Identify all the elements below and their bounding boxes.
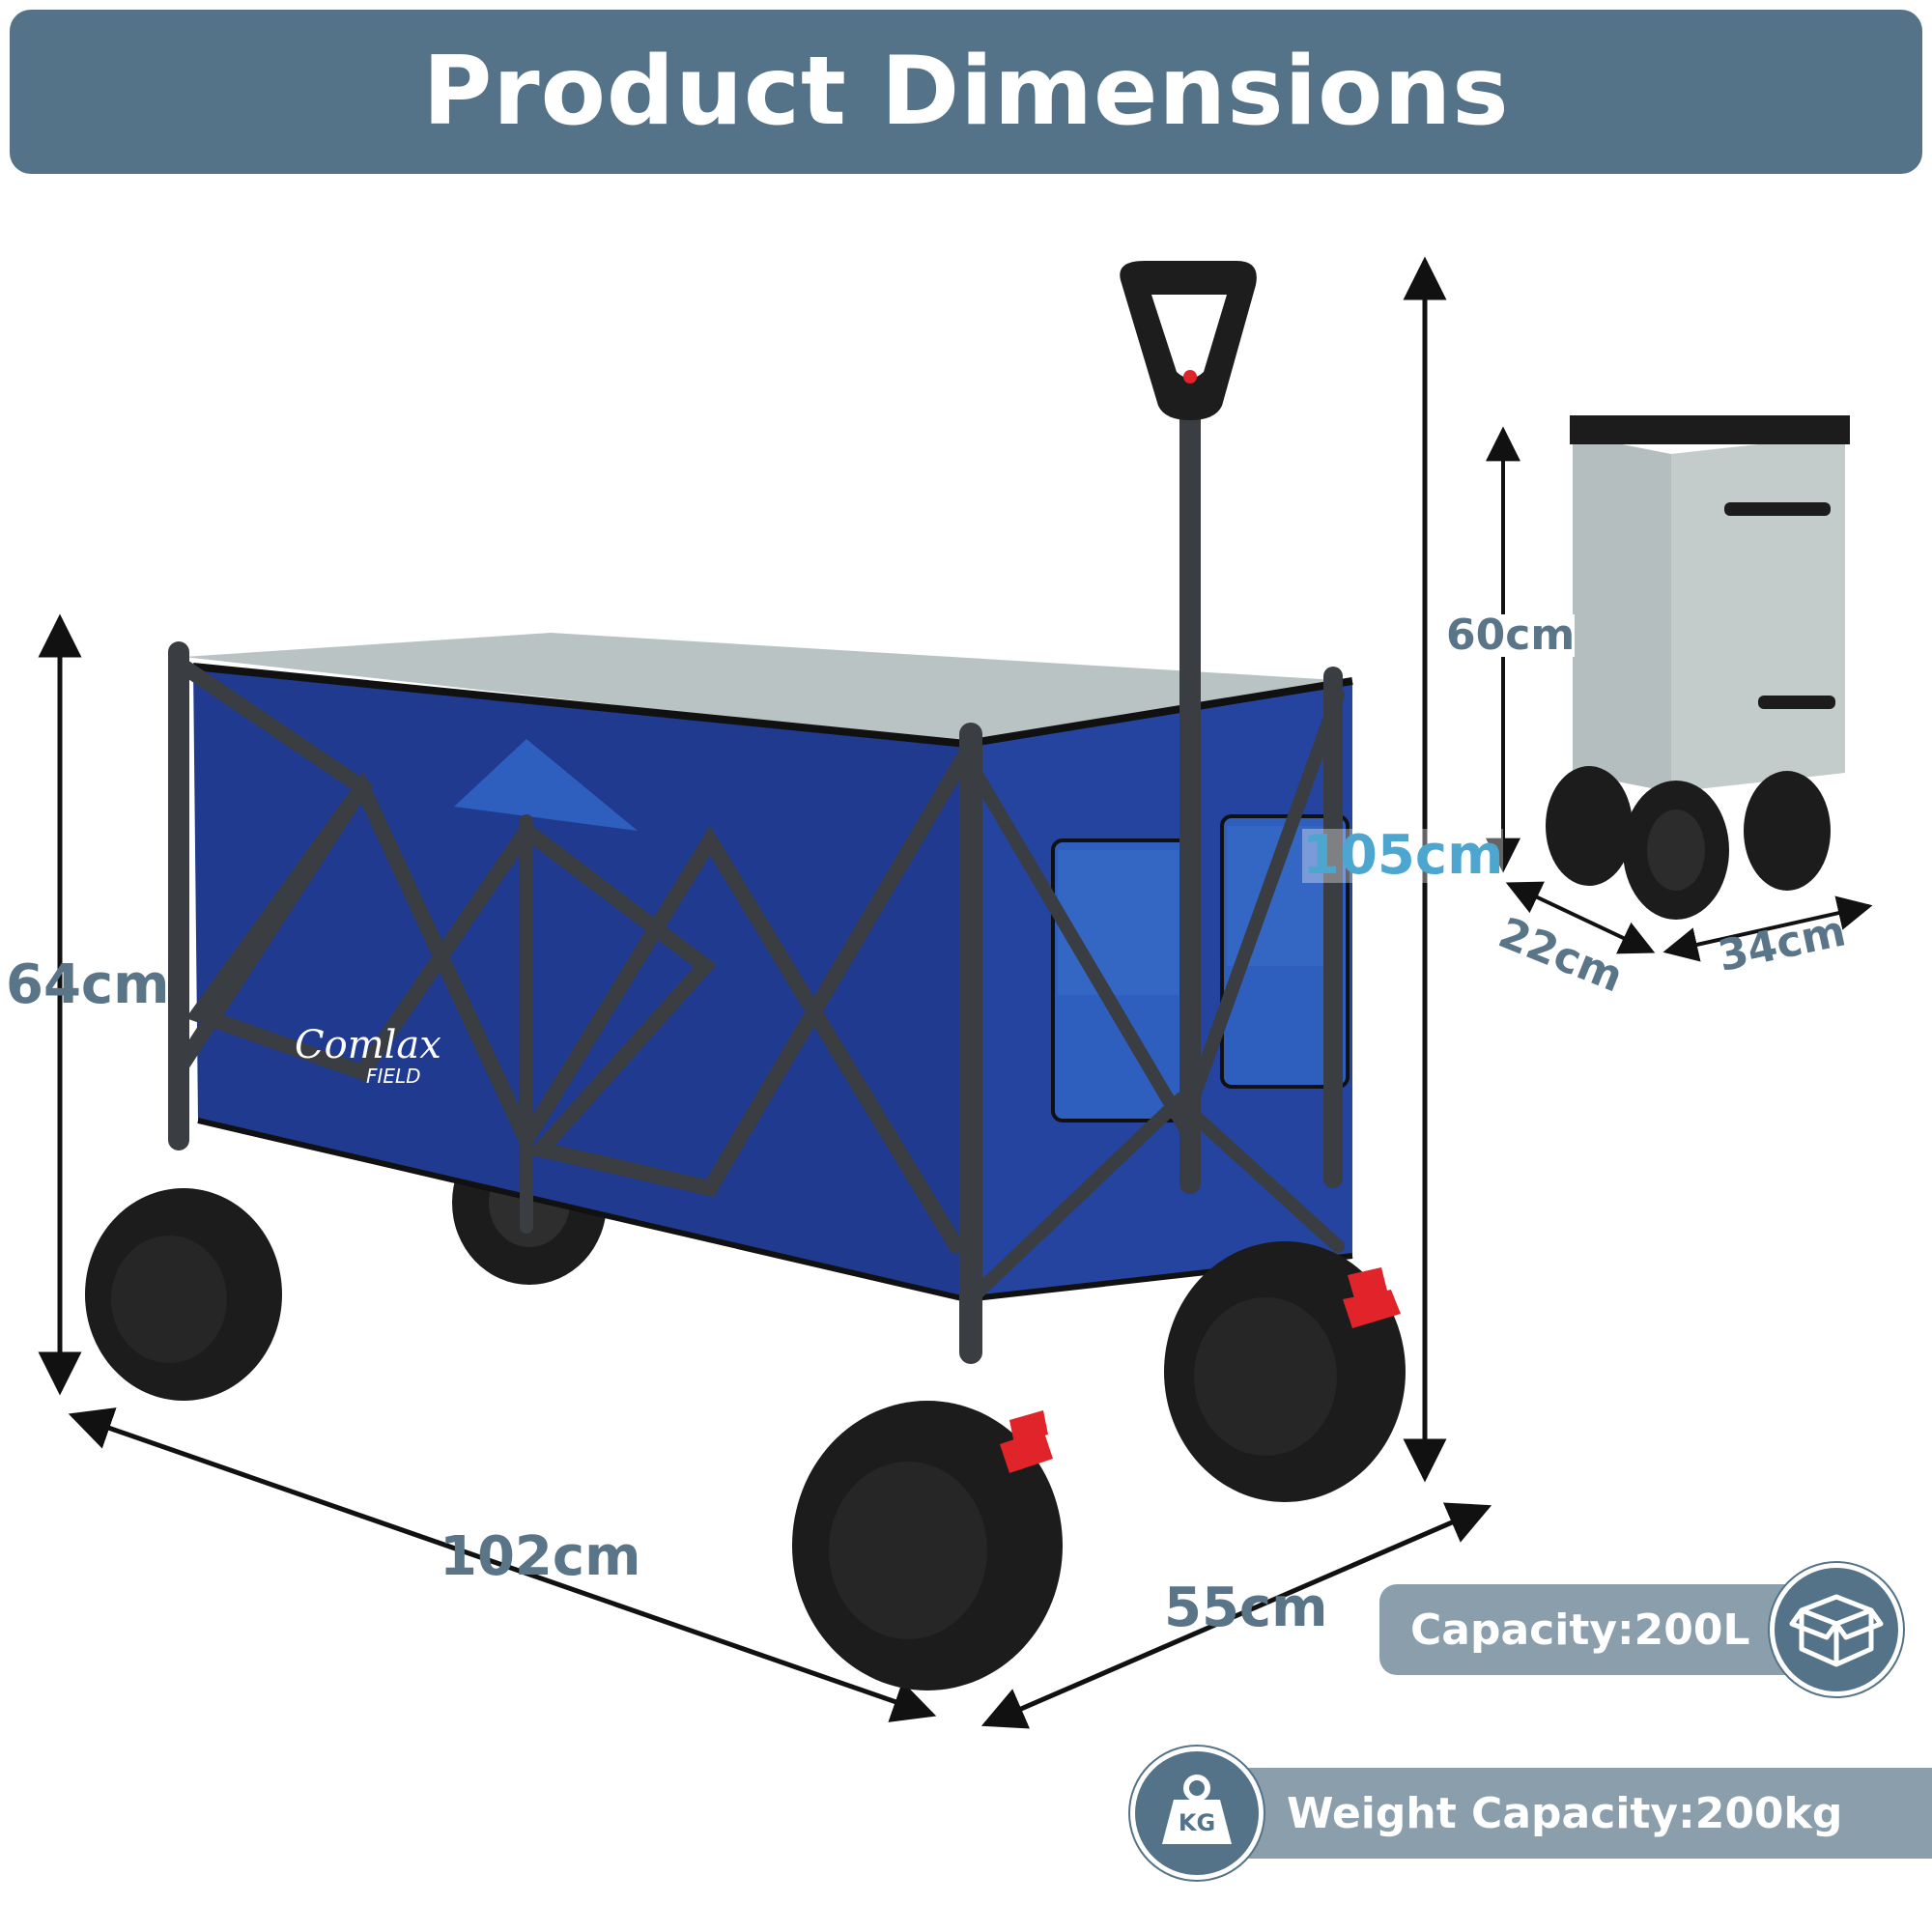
handle-grip: [1120, 261, 1257, 420]
weight-icon-text: KG: [1178, 1809, 1216, 1836]
width-arrow: [980, 1502, 1492, 1729]
brand-name: Comlax: [295, 1023, 441, 1067]
box-icon: [1789, 1594, 1884, 1667]
capacity-badge: Capacity:200L: [1379, 1584, 1835, 1675]
dimension-width: 55cm: [1164, 1577, 1328, 1639]
length-arrow: [68, 1407, 937, 1722]
dimension-length: 102cm: [440, 1525, 641, 1588]
title-banner: Product Dimensions: [10, 10, 1922, 174]
dimension-height-side: 64cm: [6, 953, 170, 1016]
weight-badge: Weight Capacity:200kg: [1217, 1768, 1932, 1859]
page-title: Product Dimensions: [422, 37, 1510, 147]
cart-body: [184, 633, 1353, 1303]
folded-depth-arrow: [1505, 881, 1656, 954]
brand-logo: Comlax FIELD: [295, 1026, 441, 1086]
folded-cart: [1546, 415, 1850, 920]
capacity-icon-circle: [1770, 1563, 1903, 1696]
weight-icon-circle: KG: [1130, 1747, 1264, 1880]
brake-pedals: [1000, 1267, 1401, 1473]
capacity-label: Capacity:200L: [1410, 1605, 1750, 1655]
cart-frame: [168, 405, 1345, 1364]
brand-sub: FIELD: [366, 1065, 421, 1088]
dimension-folded-height: 60cm: [1446, 611, 1576, 660]
dimension-height-handle: 105cm: [1302, 824, 1504, 887]
folded-width-arrow: [1662, 895, 1873, 962]
weight-kg-icon: [1162, 1775, 1232, 1844]
weight-label: Weight Capacity:200kg: [1287, 1788, 1843, 1838]
